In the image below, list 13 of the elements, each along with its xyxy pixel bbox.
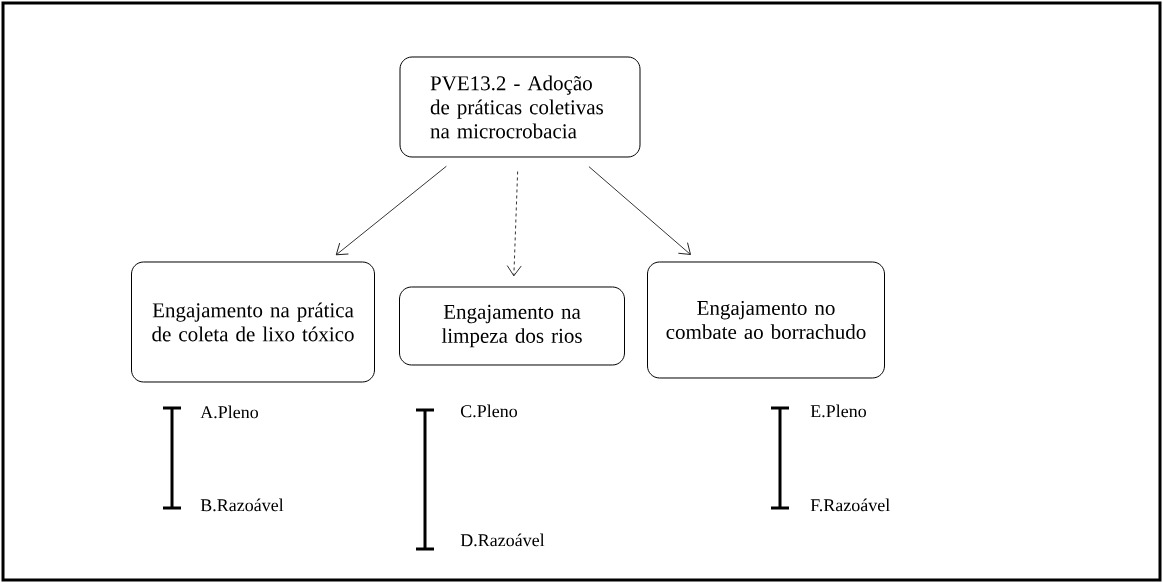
text-box: PVE13.2 - Adoção de práticas coletivas na microcrobacia — [399, 56, 641, 158]
text-box: Engajamento na limpeza dos rios — [399, 286, 625, 366]
scale-label: F.Razoável — [810, 498, 890, 512]
arrow — [588, 166, 691, 255]
arrow — [506, 171, 522, 277]
scale-label: B.Razoável — [200, 498, 284, 512]
scale-label: A.Pleno — [200, 405, 258, 419]
scale-label: D.Razoável — [460, 533, 545, 547]
scale-label: C.Pleno — [460, 404, 518, 418]
text-box: Engajamento no combate ao borrachudo — [647, 261, 885, 379]
scale-label: E.Pleno — [810, 404, 866, 418]
text-box: Engajamento na prática de coleta de lixo tóxico — [131, 261, 375, 383]
arrow — [335, 165, 447, 256]
